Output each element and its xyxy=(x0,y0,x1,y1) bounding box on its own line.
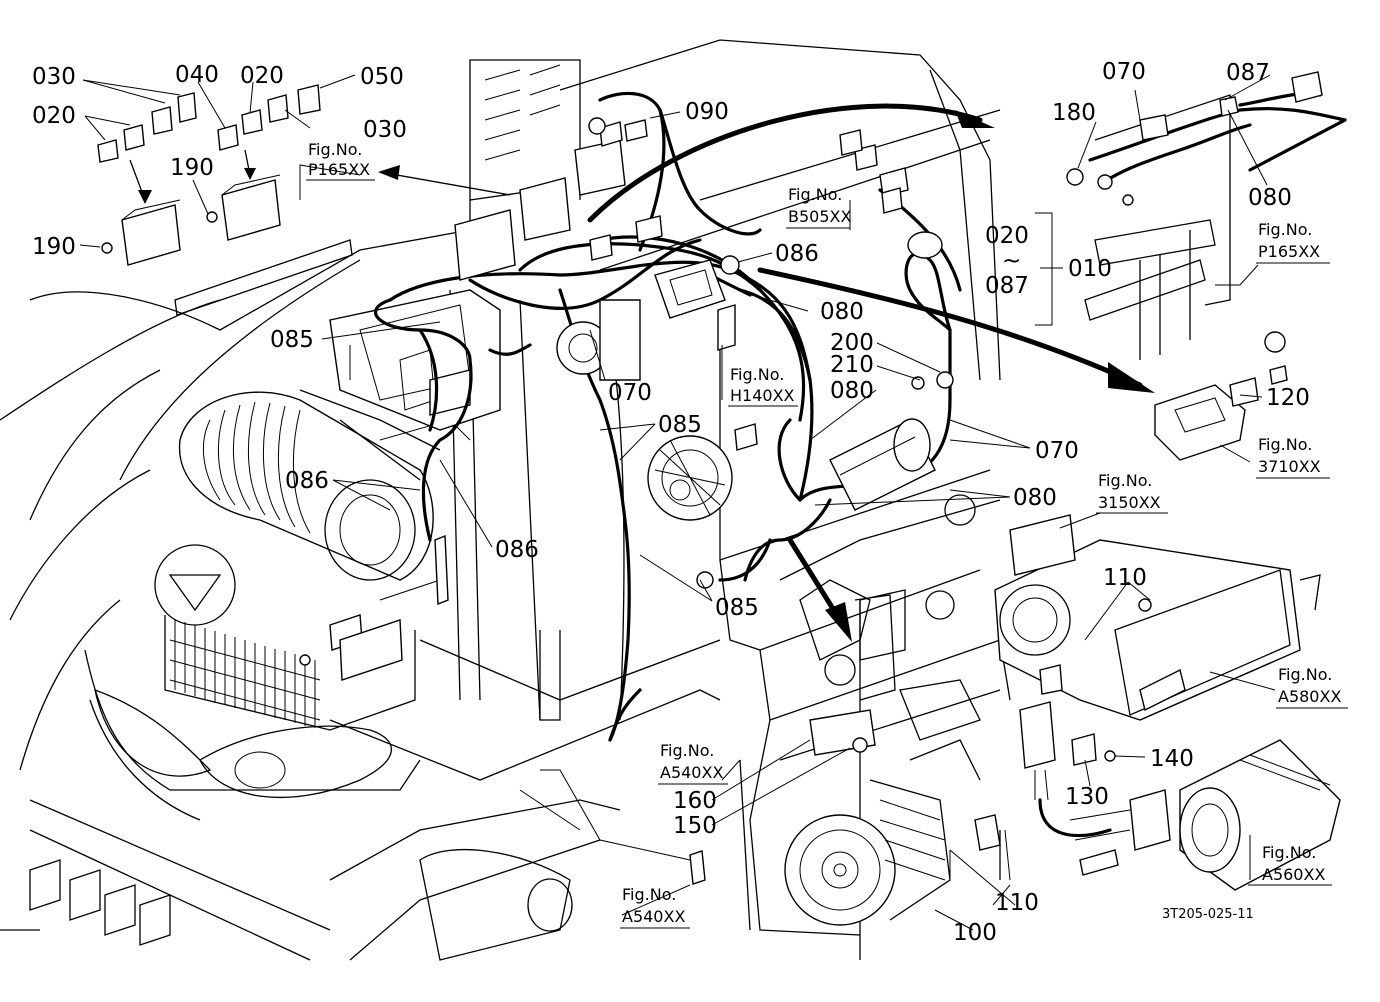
svg-text:Fig.No.: Fig.No. xyxy=(1262,843,1316,862)
svg-text:Fig.No.: Fig.No. xyxy=(730,365,784,384)
perforated-panel xyxy=(484,64,561,161)
figref-p165-left: Fig.No. P165XX xyxy=(306,140,375,181)
svg-text:Fig.No.: Fig.No. xyxy=(1258,220,1312,239)
mid-components xyxy=(556,129,943,381)
label-020-left: 020 xyxy=(32,103,76,129)
label-110-bottom: 110 xyxy=(995,890,1039,916)
svg-text:Fig.No.: Fig.No. xyxy=(660,741,714,760)
label-150: 150 xyxy=(673,813,717,839)
label-200: 200 xyxy=(830,330,874,356)
starter-mid xyxy=(829,371,954,511)
label-070-mid: 070 xyxy=(608,380,652,406)
svg-text:P165XX: P165XX xyxy=(308,160,370,179)
label-190-lower: 190 xyxy=(32,234,76,260)
label-080-lower: 080 xyxy=(830,378,874,404)
figure-references: Fig.No. P165XX Fig.No. B505XX Fig.No. H1… xyxy=(306,140,1348,929)
label-110-right: 110 xyxy=(1103,565,1147,591)
label-100: 100 xyxy=(953,920,997,946)
figref-b505: Fig.No. B505XX xyxy=(786,185,851,229)
figref-a580: Fig.No. A580XX xyxy=(1276,665,1348,709)
alternator-bottom xyxy=(784,594,951,926)
part-labels: 030 040 020 050 020 030 190 190 090 086 … xyxy=(32,59,1310,946)
label-160: 160 xyxy=(673,788,717,814)
label-040: 040 xyxy=(175,62,219,88)
svg-text:P165XX: P165XX xyxy=(1258,242,1320,261)
svg-text:Fig.No.: Fig.No. xyxy=(1258,435,1312,454)
figref-a560: Fig.No. A560XX xyxy=(1248,843,1332,886)
label-010: 010 xyxy=(1068,256,1112,282)
svg-text:Fig.No.: Fig.No. xyxy=(1278,665,1332,684)
svg-text:Fig.No.: Fig.No. xyxy=(308,140,362,159)
leader-lines xyxy=(79,74,1276,931)
label-087-top-right: 087 xyxy=(1226,60,1270,86)
relay-fuse-group xyxy=(97,84,353,316)
svg-text:Fig.No.: Fig.No. xyxy=(622,885,676,904)
label-range-tilde: ~ xyxy=(1002,248,1021,274)
label-085-mid: 085 xyxy=(658,412,702,438)
label-210: 210 xyxy=(830,352,874,378)
svg-text:A540XX: A540XX xyxy=(660,763,723,782)
figref-3710: Fig.No. 3710XX xyxy=(1256,435,1330,479)
svg-text:A560XX: A560XX xyxy=(1262,865,1325,884)
label-190-upper: 190 xyxy=(170,155,214,181)
svg-text:A580XX: A580XX xyxy=(1278,687,1341,706)
label-030-top: 030 xyxy=(32,64,76,90)
svg-text:A540XX: A540XX xyxy=(622,907,685,926)
figref-a540-upper: Fig.No. A540XX xyxy=(658,741,728,785)
label-070-right: 070 xyxy=(1035,438,1079,464)
label-130: 130 xyxy=(1065,784,1109,810)
figref-3150: Fig.No. 3150XX xyxy=(1096,471,1168,514)
label-050: 050 xyxy=(360,64,404,90)
svg-text:B505XX: B505XX xyxy=(788,207,851,226)
upper-relays xyxy=(454,117,663,281)
lower-relay xyxy=(949,598,1152,906)
label-085-left: 085 xyxy=(270,327,314,353)
top-right-assembly xyxy=(1066,71,1347,461)
label-080-top-right: 080 xyxy=(1248,185,1292,211)
callout-arrows xyxy=(129,103,1155,642)
label-090: 090 xyxy=(685,99,729,125)
label-087-range: 087 xyxy=(985,273,1029,299)
svg-text:Fig.No.: Fig.No. xyxy=(788,185,842,204)
figref-h140: Fig.No. H140XX xyxy=(728,365,798,407)
label-080-mid: 080 xyxy=(820,299,864,325)
air-cleaner xyxy=(178,389,471,581)
label-140: 140 xyxy=(1150,746,1194,772)
figref-p165-right: Fig.No. P165XX xyxy=(1256,220,1330,264)
label-080-right: 080 xyxy=(1013,485,1057,511)
svg-text:3150XX: 3150XX xyxy=(1098,493,1161,512)
label-086-center: 086 xyxy=(495,537,539,563)
label-086-top: 086 xyxy=(775,241,819,267)
svg-text:H140XX: H140XX xyxy=(730,386,795,405)
grille-slats xyxy=(169,620,321,728)
svg-text:3710XX: 3710XX xyxy=(1258,457,1321,476)
label-085-lower: 085 xyxy=(715,595,759,621)
svg-text:Fig.No.: Fig.No. xyxy=(1098,471,1152,490)
battery-bracket xyxy=(329,289,501,431)
label-020-range: 020 xyxy=(985,223,1029,249)
sensors xyxy=(299,534,706,885)
starter-bottom xyxy=(999,739,1341,891)
alternator-mid xyxy=(647,423,758,589)
label-030-right: 030 xyxy=(363,117,407,143)
label-120: 120 xyxy=(1266,385,1310,411)
label-180: 180 xyxy=(1052,100,1096,126)
right-assembly xyxy=(994,514,1321,721)
figref-a540-lower: Fig.No. A540XX xyxy=(620,885,690,929)
label-086-left: 086 xyxy=(285,468,329,494)
label-020-top: 020 xyxy=(240,63,284,89)
label-070-top-right: 070 xyxy=(1102,59,1146,85)
drawing-code: 3T205-025-11 xyxy=(1162,907,1254,922)
